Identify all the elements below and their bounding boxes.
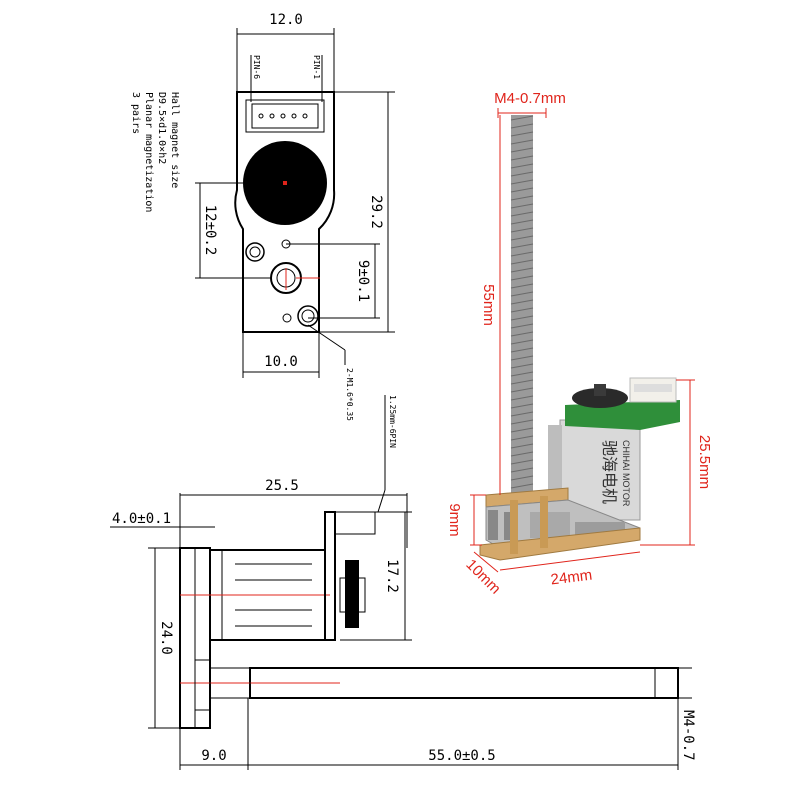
gear-length-label: 9.0 xyxy=(201,748,226,764)
top-width-label: 12.0 xyxy=(269,12,303,28)
motor-dia-label: 17.2 xyxy=(384,559,400,593)
screw-length-label: 55.0±0.5 xyxy=(428,748,495,764)
mount-hole-right xyxy=(297,305,319,327)
side-length-label: 25.5 xyxy=(265,478,299,494)
photo-height-label: 25.5mm xyxy=(696,435,713,489)
photo-screw-length-label: 55mm xyxy=(480,284,497,326)
connector-side xyxy=(334,511,376,535)
photo-gear-height-label: 9mm xyxy=(446,503,463,536)
brass-plate-bottom xyxy=(479,527,641,561)
screw-spec-label: 2-M1.6*0.35 xyxy=(345,368,354,421)
connector-spec-label: 1.25mm-6PIN xyxy=(388,395,397,448)
photo-thread-label: M4-0.7mm xyxy=(494,90,566,107)
note-line-2: D9.5×d1.0×h2 xyxy=(156,92,167,164)
brand-en: CHIHAI MOTOR xyxy=(621,440,631,507)
note-line-1: Hall magnet size xyxy=(169,92,180,188)
plate-thickness-label: 4.0±0.1 xyxy=(112,511,171,527)
thread-label-side: M4-0.7 xyxy=(680,710,696,761)
pin1-label: PIN-1 xyxy=(312,55,321,79)
top-height-label: 29.2 xyxy=(368,195,384,229)
screw-threads xyxy=(510,115,534,497)
product-photo: 驰海电机 CHIHAI MOTOR M4-0.7mm 55mm 25.5mm xyxy=(446,90,713,598)
total-height-label: 24.0 xyxy=(158,621,174,655)
shaft-offset-label: 9±0.1 xyxy=(355,260,371,302)
note-line-4: 3 pairs xyxy=(130,92,141,134)
pcb-side xyxy=(324,511,336,641)
photo-length-label: 24mm xyxy=(550,567,593,589)
top-view: 12.0 PIN-6 PIN-1 29.2 xyxy=(130,12,395,421)
pin6-label: PIN-6 xyxy=(252,55,261,79)
hole-spacing-label: 12±0.2 xyxy=(202,205,218,256)
encoder-magnet xyxy=(572,388,628,408)
side-view: 25.5 4.0±0.1 1.25mm-6PIN 17.2 xyxy=(110,395,696,770)
base-width-label: 10.0 xyxy=(264,354,298,370)
connector-top xyxy=(245,99,325,133)
brand-cn: 驰海电机 xyxy=(600,440,618,504)
photo-depth-label: 10mm xyxy=(462,556,503,597)
magnet-side xyxy=(345,560,359,628)
mount-hole-left xyxy=(245,242,265,262)
note-line-3: Planar magnetization xyxy=(143,92,154,212)
